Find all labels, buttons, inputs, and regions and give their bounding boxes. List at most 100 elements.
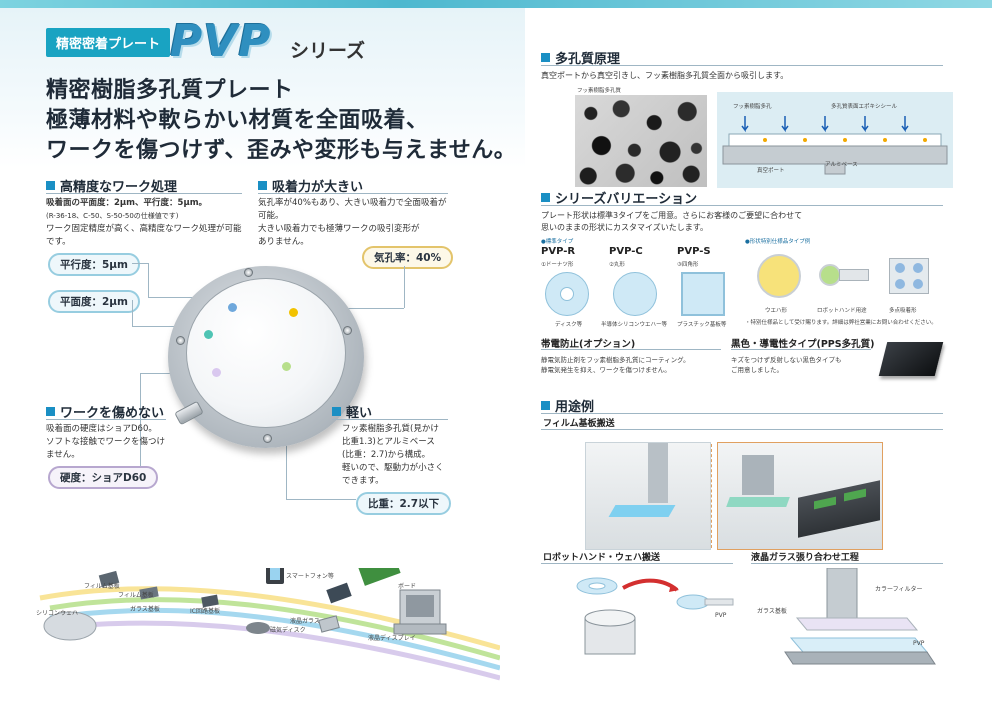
- gentle-line-1: 吸着面の硬度はショアD60。: [46, 424, 157, 434]
- usage-lcd-title: 液晶ガラス張り合わせ工程: [751, 553, 859, 563]
- leader-line: [132, 263, 148, 264]
- divider: [541, 65, 943, 66]
- light-line-2: 比重1.3)とアルミベース: [342, 437, 435, 447]
- leader-line: [148, 263, 149, 297]
- diagram-label-epoxy: 多孔質表面エポキシシール: [831, 104, 898, 110]
- divider: [541, 563, 733, 564]
- leader-line: [404, 266, 405, 308]
- leader-line: [148, 297, 230, 298]
- divider: [541, 429, 943, 430]
- antistatic-title: 帯電防止(オプション): [541, 339, 636, 350]
- app-label-disk: 磁気ディスク: [270, 627, 306, 634]
- special-note: ・特別仕様品として受け賜ります。詳細は弊社営業にお問い合わせください。: [745, 320, 937, 326]
- app-label-ic: IC回路基板: [190, 608, 220, 615]
- type-pvp-c-use: 半導体シリコンウエハー等: [601, 322, 668, 328]
- brand-series: シリーズ: [290, 40, 366, 62]
- square-bullet-icon: [46, 181, 55, 190]
- leader-line: [286, 499, 356, 500]
- robot-hand-shape-icon: [819, 264, 841, 286]
- divider: [541, 205, 943, 206]
- top-accent-bar: [0, 0, 992, 8]
- precision-line-2: (R-36-18、C-50、S-50-50の仕様値です): [46, 212, 179, 220]
- divider: [332, 419, 448, 420]
- suction-body: 気孔率が40%もあり、大きい吸着力で全面吸着が 可能。 大きい吸着力でも極薄ワー…: [258, 197, 458, 249]
- screw-icon: [176, 336, 185, 345]
- usage-robot-title: ロボットハンド・ウェハ搬送: [543, 553, 661, 563]
- suction-line-2: 可能。: [258, 211, 284, 221]
- leader-line: [132, 300, 133, 326]
- porous-surface: [186, 278, 346, 428]
- diagram-label-fluoro: フッ素樹脂多孔: [733, 104, 772, 110]
- gentle-line-2: ソフトな接触でワークを傷つけ: [46, 437, 166, 447]
- app-label-smartphone: スマートフォン等: [286, 573, 334, 580]
- app-label-lcd-glass: 液晶ガラス: [290, 618, 320, 625]
- film-transport-zoom: [717, 442, 883, 550]
- lcd-bonding-scene: [784, 568, 936, 665]
- usage-film-title: フィルム基板搬送: [543, 419, 615, 429]
- screw-icon: [263, 434, 272, 443]
- variation-desc-1: プレート形状は標準3タイプをご用意。さらにお客様のご要望に合わせて: [541, 211, 803, 220]
- marker-dot: [289, 308, 298, 317]
- multipoint-shape-icon: [889, 258, 929, 294]
- light-line-1: フッ素樹脂多孔質(見かけ: [342, 424, 439, 434]
- light-body: フッ素樹脂多孔質(見かけ 比重1.3)とアルミベース (比重：2.7)から構成。…: [342, 423, 462, 488]
- square-bullet-icon: [46, 407, 55, 416]
- lcd-pvp-label: PVP: [913, 640, 925, 647]
- precision-body: 吸着面の平面度：2μm、平行度：5μm。 (R-36-18、C-50、S-50-…: [46, 197, 246, 249]
- hero-headline-3: ワークを傷つけず、歪みや変形も与えません。: [46, 138, 517, 163]
- specific-gravity-pill: 比重：2.7以下: [356, 492, 452, 515]
- precision-line-1: 吸着面の平面度：2μm、平行度：5μm。: [46, 198, 208, 208]
- square-bullet-icon: [258, 181, 267, 190]
- special-type-label: ●形状特別仕様品タイプ例: [745, 239, 811, 245]
- square-shape-icon: [681, 272, 725, 316]
- type-pvp-r-name: PVP-R: [541, 246, 576, 257]
- precision-line-3: ワーク固定精度が高く、高精度なワーク処理が可能: [46, 224, 242, 234]
- screw-icon: [244, 268, 253, 277]
- app-label-film: フィルム基板: [84, 583, 120, 590]
- precision-heading: 高精度なワーク処理: [46, 176, 177, 195]
- divider: [731, 349, 871, 350]
- marker-dot: [204, 330, 213, 339]
- special-multipoint-label: 多点吸着形: [889, 308, 917, 314]
- parallelism-pill: 平行度：5μm: [48, 253, 140, 276]
- principle-heading: 多孔質原理: [541, 48, 620, 67]
- principle-title: 多孔質原理: [555, 52, 621, 67]
- film-transport-scene: [585, 442, 711, 550]
- divider: [541, 349, 721, 350]
- app-label-board: ボード: [398, 583, 417, 590]
- wafer-shape-icon: [757, 254, 801, 298]
- porosity-pill: 気孔率：40%: [362, 246, 454, 269]
- antistatic-line-2: 静電気発生を抑え、ワークを傷つけません。: [541, 366, 671, 374]
- square-bullet-icon: [541, 53, 550, 62]
- app-label-glass: ガラス基板: [130, 606, 160, 613]
- variation-desc-2: 思いのままの形状にカスタマイズいたします。: [541, 223, 708, 232]
- precision-title: 高精度なワーク処理: [60, 180, 178, 195]
- black-plate-image: [878, 342, 944, 376]
- square-bullet-icon: [541, 401, 550, 410]
- zoom-connector: [711, 444, 715, 548]
- usage-title: 用途例: [555, 400, 595, 415]
- porous-image-label: フッ素樹脂多孔質: [577, 88, 622, 94]
- diagram-label-base: アルミベース: [825, 162, 858, 168]
- type-pvp-r-use: ディスク等: [555, 322, 583, 328]
- brand-tag: 精密密着プレート: [46, 28, 171, 57]
- light-title: 軽い: [346, 406, 373, 421]
- square-bullet-icon: [541, 193, 550, 202]
- black-type-title: 黒色・導電性タイプ(PPS多孔質): [731, 339, 875, 350]
- special-wafer-label: ウエハ形: [765, 308, 788, 314]
- suction-heading: 吸着力が大きい: [258, 176, 363, 195]
- gentle-body: 吸着面の硬度はショアD60。 ソフトな接触でワークを傷つけ ません。: [46, 423, 176, 462]
- left-page: 精密密着プレート PVP シリーズ 精密樹脂多孔質プレート 極薄材料や軟らかい材…: [0, 8, 525, 701]
- divider: [46, 193, 242, 194]
- divider: [751, 563, 943, 564]
- lcd-color-filter-label: カラーフィルター: [875, 586, 923, 593]
- app-label-film-2: フィルム基板: [118, 592, 154, 599]
- leader-line: [140, 373, 141, 453]
- principle-diagram: [717, 92, 953, 188]
- app-label-wafer: シリコンウェハ: [36, 610, 79, 617]
- leader-line: [132, 326, 208, 327]
- diagram-label-port: 真空ポート: [757, 168, 785, 174]
- black-type-line-1: キズをつけず反射しない黒色タイプも: [731, 356, 842, 364]
- marker-dot: [212, 368, 221, 377]
- app-label-lcd-display: 液晶ディスプレイ: [368, 635, 416, 642]
